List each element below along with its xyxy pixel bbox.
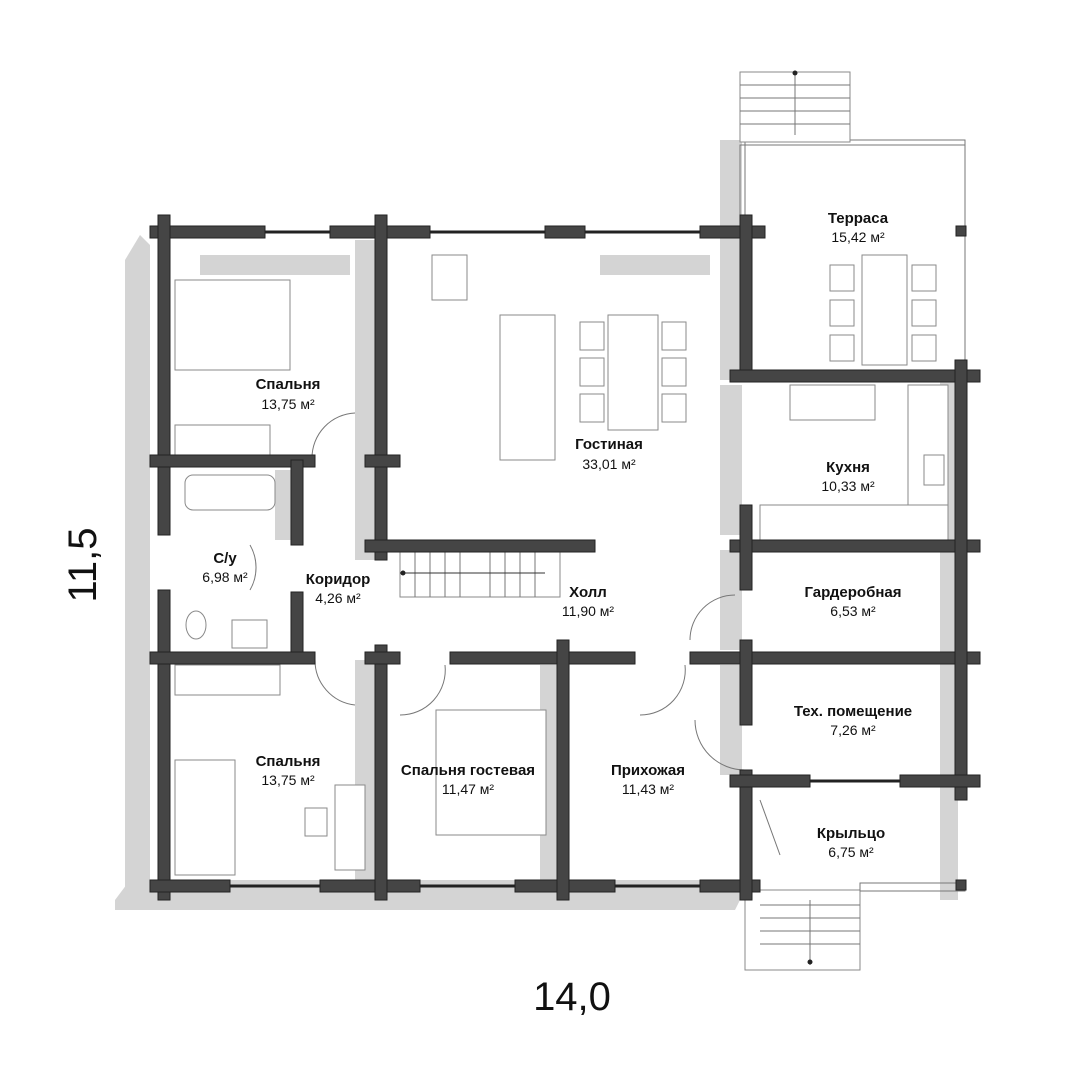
walls <box>149 214 981 901</box>
sofa-icon <box>499 314 556 461</box>
room-name: С/у <box>213 550 237 567</box>
room-name: Холл <box>569 584 607 601</box>
room-area: 10,33 м² <box>821 478 875 494</box>
height-dimension: 11,5 <box>61 528 105 603</box>
toilet-icon <box>185 610 207 640</box>
kitchen-sink-icon <box>923 454 945 486</box>
room-area: 11,43 м² <box>622 781 675 797</box>
room-area: 6,75 м² <box>828 844 874 860</box>
bathtub-icon <box>184 474 276 511</box>
room-name: Коридор <box>306 571 371 588</box>
stairs-bottom <box>744 879 967 971</box>
room-area: 7,26 м² <box>830 722 876 738</box>
kitchen-counter-icon <box>759 504 949 541</box>
bed-icon <box>174 279 291 371</box>
dining-table-icon <box>607 314 659 431</box>
room-name: Гардеробная <box>804 584 901 601</box>
bed-icon <box>435 709 547 836</box>
room-area: 11,47 м² <box>442 781 495 797</box>
room-labels: Терраса 15,42 м² Спальня 13,75 м² Гостин… <box>202 210 912 860</box>
room-area: 33,01 м² <box>582 456 636 472</box>
room-name: Терраса <box>828 210 889 227</box>
room-area: 13,75 м² <box>261 772 315 788</box>
room-name: Спальня <box>256 376 321 393</box>
room-name: Спальня гостевая <box>401 762 535 779</box>
room-name: Гостиная <box>575 436 643 453</box>
room-area: 11,90 м² <box>562 603 615 619</box>
interior-stairs <box>399 551 561 598</box>
bed-icon <box>174 759 236 876</box>
stairs-top <box>739 70 851 143</box>
wardrobe-icon <box>174 424 271 456</box>
furniture <box>174 254 949 876</box>
room-name: Прихожая <box>611 762 685 779</box>
room-name: Тех. помещение <box>794 703 912 720</box>
room-name: Спальня <box>256 753 321 770</box>
doors <box>249 412 781 856</box>
kitchen-counter-icon <box>907 384 949 506</box>
room-name: Кухня <box>826 459 870 476</box>
width-dimension: 14,0 <box>533 975 611 1019</box>
wardrobe-icon <box>174 664 281 696</box>
kitchen-table-icon <box>789 384 876 421</box>
armchair-icon <box>431 254 468 301</box>
room-area: 6,53 м² <box>830 603 876 619</box>
room-area: 13,75 м² <box>261 396 315 412</box>
chair-icon <box>304 807 328 837</box>
room-area: 6,98 м² <box>202 569 248 585</box>
room-name: Крыльцо <box>817 825 885 842</box>
terrace-table-icon <box>861 254 908 366</box>
room-area: 15,42 м² <box>831 229 885 245</box>
desk-icon <box>334 784 366 871</box>
sink-icon <box>231 619 268 649</box>
room-area: 4,26 м² <box>315 590 361 606</box>
